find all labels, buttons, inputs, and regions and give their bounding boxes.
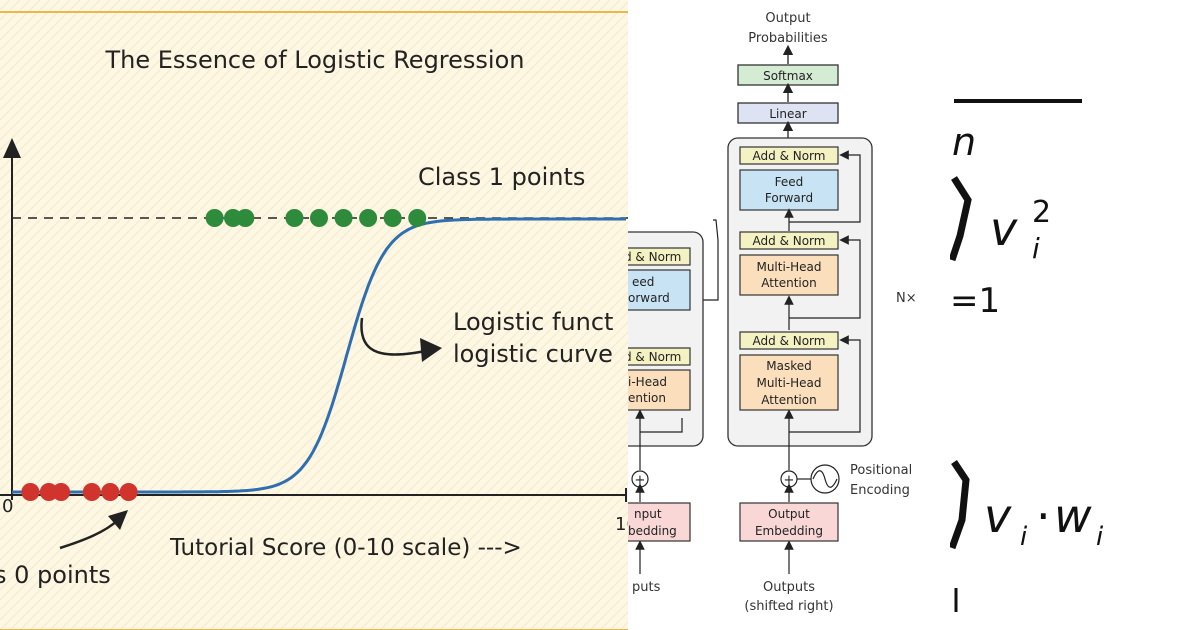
- annotation-text-line2: logistic curve: [453, 340, 613, 368]
- sigma-fragment-icon: [950, 176, 972, 262]
- masked-line2: Multi-Head: [756, 376, 821, 390]
- output-embedding-line2: Embedding: [755, 524, 823, 538]
- class-0-points: [21, 483, 138, 501]
- positional-encoding-line1: Positional: [850, 463, 912, 478]
- term2-var: v: [984, 489, 1012, 543]
- class0-arrow: [59, 519, 119, 550]
- enc-input-embedding-line2: bedding: [628, 524, 677, 538]
- enc-feed-line2: orward: [628, 291, 670, 305]
- svg-text:+: +: [784, 473, 795, 488]
- class-1-point: [359, 209, 378, 227]
- output-embedding-line1: Output: [768, 507, 810, 521]
- masked-line1: Masked: [766, 359, 811, 373]
- enc-add-norm-label-1: d & Norm: [628, 350, 681, 364]
- enc-add-norm-box-2: [628, 247, 691, 266]
- class-1-point: [205, 209, 224, 227]
- term1-sup: 2: [1032, 195, 1051, 230]
- class-1-point: [310, 209, 328, 227]
- annotation-arrowhead-icon: [420, 338, 442, 362]
- masked-line3: Attention: [761, 393, 816, 407]
- class-0-label: s 0 points: [0, 561, 111, 589]
- term2-sub2: i: [1096, 522, 1104, 552]
- sum-lower-limit: =1: [950, 281, 1000, 321]
- y-axis-arrow-icon: [3, 138, 21, 158]
- enc-add-norm-box-1: [628, 347, 691, 366]
- enc-mha-line1: i-Head: [628, 375, 667, 389]
- annotation-arrow: [360, 317, 431, 356]
- mha-line1: Multi-Head: [756, 260, 821, 274]
- feed-forward-line2: Forward: [765, 191, 813, 205]
- enc-input-embedding-line1: nput: [634, 507, 662, 521]
- term2-sub: i: [1020, 522, 1028, 552]
- multi-head-attention-box: [739, 254, 839, 296]
- enc-inputs-label: puts: [632, 580, 661, 595]
- transformer-panel: Output Probabilities Softmax Linear N× A…: [628, 0, 950, 630]
- add-norm-label-2: Add & Norm: [753, 234, 826, 248]
- sketch-title: The Essence of Logistic Regression: [105, 46, 525, 74]
- class-1-points: [205, 209, 427, 227]
- sigma-fragment-2-icon: [950, 460, 970, 550]
- math-panel: n v 2 i =1 v i · w i: [950, 0, 1200, 630]
- annotation-text-line1: Logistic funct: [453, 308, 613, 336]
- add-norm-label-1: Add & Norm: [753, 334, 826, 348]
- feed-forward-line1: Feed: [775, 175, 804, 189]
- class-0-point: [119, 483, 138, 501]
- enc-input-embedding-box: [628, 502, 691, 542]
- enc-add-norm-label-2: d & Norm: [628, 250, 681, 264]
- outputs-line1: Outputs: [763, 580, 815, 595]
- class0-arrowhead-icon: [108, 510, 128, 530]
- term2-dot: ·: [1036, 489, 1051, 543]
- add-norm-box-3: [739, 146, 839, 165]
- class-1-point: [236, 209, 255, 227]
- svg-text:+: +: [635, 473, 646, 488]
- term1-sub: i: [1032, 232, 1040, 265]
- term1-var: v: [990, 202, 1018, 256]
- enc-mha-line2: ention: [628, 391, 666, 405]
- add-norm-box-1: [739, 331, 839, 350]
- enc-attention-box: [628, 369, 691, 411]
- logistic-sketch: The Essence of Logistic Regression 0 10 …: [0, 0, 632, 630]
- class-1-label: Class 1 points: [418, 163, 585, 191]
- mha-line2: Attention: [761, 276, 816, 290]
- term2-var2: w: [1054, 489, 1092, 543]
- feed-forward-box: [739, 169, 839, 211]
- enc-feed-forward-box: [628, 269, 691, 311]
- positional-encoding-line2: Encoding: [850, 483, 910, 498]
- x-tick-0: 0: [2, 496, 13, 517]
- add-norm-label-3: Add & Norm: [753, 149, 826, 163]
- nx-label: N×: [896, 291, 917, 306]
- class-0-point: [101, 483, 120, 501]
- class-0-point: [82, 483, 101, 501]
- output-probabilities-line2: Probabilities: [748, 31, 828, 46]
- class-1-point: [383, 209, 402, 227]
- class-0-point: [21, 483, 40, 501]
- linear-label: Linear: [769, 107, 806, 121]
- class-1-point: [285, 209, 304, 227]
- output-embedding-box: [739, 502, 839, 542]
- class-1-point: [334, 209, 353, 227]
- logistic-regression-panel: The Essence of Logistic Regression 0 10 …: [0, 0, 632, 630]
- outputs-line2: (shifted right): [744, 599, 833, 614]
- sum-upper-limit: n: [952, 120, 976, 164]
- softmax-label: Softmax: [763, 69, 813, 83]
- x-axis-label: Tutorial Score (0-10 scale) --->: [169, 535, 522, 561]
- add-norm-box-2: [739, 231, 839, 250]
- class-0-point: [52, 483, 71, 501]
- math-fragment: n v 2 i =1 v i · w i: [950, 99, 1104, 612]
- output-probabilities-line1: Output: [765, 11, 810, 26]
- transformer-diagram: Output Probabilities Softmax Linear N× A…: [628, 11, 917, 614]
- enc-feed-line1: eed: [632, 275, 654, 289]
- class-1-point: [408, 209, 427, 227]
